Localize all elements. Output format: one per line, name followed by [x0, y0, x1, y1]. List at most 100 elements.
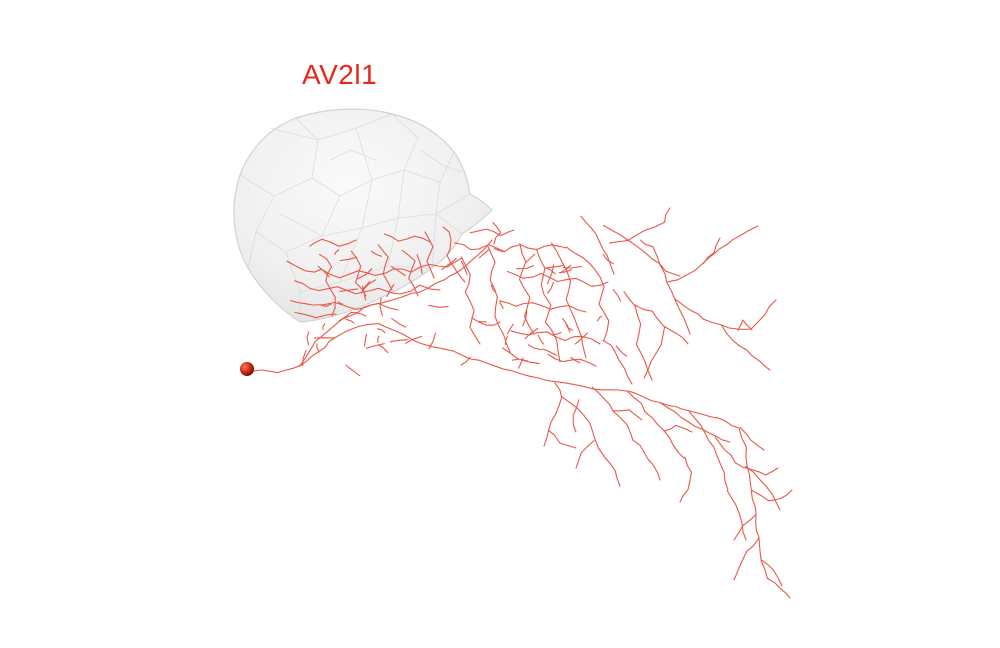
arbor-twig	[504, 335, 508, 346]
arbor-twig	[537, 334, 545, 345]
mid-branch	[608, 207, 671, 244]
proximal-branch	[338, 311, 367, 322]
arbor-twig	[428, 304, 449, 308]
arbor-twig	[511, 358, 529, 362]
arbor-twig	[499, 301, 504, 309]
arbor-twig	[527, 344, 543, 351]
arbor-twig	[612, 289, 622, 302]
distal-branch	[726, 490, 747, 541]
arbor-twig	[345, 318, 355, 324]
arbor-twig	[615, 345, 628, 357]
distal-branch	[733, 537, 760, 581]
mid-branch	[663, 325, 689, 345]
neuron-arbor	[252, 207, 793, 599]
arbor-twig	[345, 364, 361, 377]
proximal-branch	[401, 249, 419, 297]
distal-branch	[739, 427, 765, 451]
arbor-twig	[546, 264, 564, 269]
distal-branch	[547, 429, 577, 449]
distal-branch	[627, 391, 685, 459]
arbor-twig	[376, 328, 386, 334]
arbor-twig	[377, 344, 389, 354]
arbor-twig	[558, 269, 572, 274]
mid-branch	[499, 300, 587, 313]
arbor-twig	[565, 324, 574, 331]
main-axon	[252, 323, 717, 419]
arbor-twig	[360, 280, 371, 294]
arbor-twig	[574, 332, 589, 345]
distal-branch	[575, 440, 595, 469]
distal-branch	[688, 411, 729, 491]
mid-branch	[510, 330, 601, 345]
arbor-twig	[544, 266, 556, 275]
arbor-twig	[389, 339, 409, 343]
arbor-twig	[379, 297, 383, 316]
neuron-soma	[240, 362, 254, 376]
mid-branch	[547, 353, 597, 367]
arbor-twig	[377, 335, 380, 344]
proximal-branch	[454, 242, 567, 253]
mid-branch	[703, 237, 721, 264]
brain-region-mesh	[233, 108, 493, 323]
arbor-twig	[570, 356, 581, 364]
arbor-twig	[339, 256, 358, 262]
arbor-twig	[478, 249, 489, 259]
proximal-branch	[469, 228, 515, 237]
arbor-twig	[337, 301, 344, 305]
proximal-branch	[286, 257, 463, 279]
distal-branch	[663, 424, 693, 433]
arbor-twig	[460, 356, 471, 366]
neuron-name-label: AV2l1	[302, 59, 378, 90]
mid-branch	[565, 246, 610, 341]
distal-branch	[745, 465, 781, 511]
arbor-twig	[362, 279, 377, 291]
axon-trunk-lower	[715, 416, 791, 599]
arbor-twig	[478, 320, 487, 323]
arbor-twig	[455, 270, 466, 283]
distal-branch	[572, 399, 580, 433]
proximal-branch	[492, 221, 502, 245]
distal-branch	[659, 402, 731, 443]
arbor-twig	[559, 264, 572, 274]
distal-branch	[591, 386, 645, 453]
arbor-twig	[547, 282, 555, 294]
distal-branch	[561, 396, 605, 457]
arbor-twig	[441, 258, 457, 271]
distal-branch	[613, 409, 643, 421]
mid-branch	[602, 224, 681, 277]
distal-branch	[733, 513, 757, 541]
arbor-twig	[390, 266, 406, 277]
proximal-branch	[294, 311, 337, 319]
arbor-twig	[386, 284, 395, 298]
distal-branch	[679, 456, 692, 503]
proximal-branch	[424, 231, 435, 279]
proximal-branch	[289, 300, 399, 311]
proximal-branch	[377, 244, 393, 291]
arbor-twig	[302, 350, 307, 367]
arbor-twig	[493, 248, 504, 253]
proximal-branch	[294, 280, 441, 295]
arbor-twig	[546, 264, 555, 285]
mid-branch	[602, 339, 633, 385]
mid-branch	[550, 242, 587, 359]
mid-branch	[623, 291, 653, 381]
mid-branch	[721, 324, 771, 371]
proximal-branch	[319, 253, 336, 317]
proximal-branch	[383, 233, 431, 243]
distal-branch	[751, 489, 793, 502]
mid-branch	[674, 298, 777, 330]
arbor-twig	[602, 253, 615, 265]
arbor-twig	[317, 265, 330, 278]
arbor-twig	[391, 317, 407, 328]
mid-branch	[506, 270, 609, 287]
distal-branch	[603, 455, 621, 487]
mid-branch	[460, 256, 481, 345]
arbor-twig	[522, 310, 528, 327]
arbor-twig	[322, 323, 326, 330]
arbor-twig	[321, 303, 332, 307]
region-mesh-surface	[233, 108, 493, 323]
arbor-twig	[542, 348, 557, 356]
mid-branch	[634, 304, 666, 379]
arbor-twig	[524, 327, 539, 340]
